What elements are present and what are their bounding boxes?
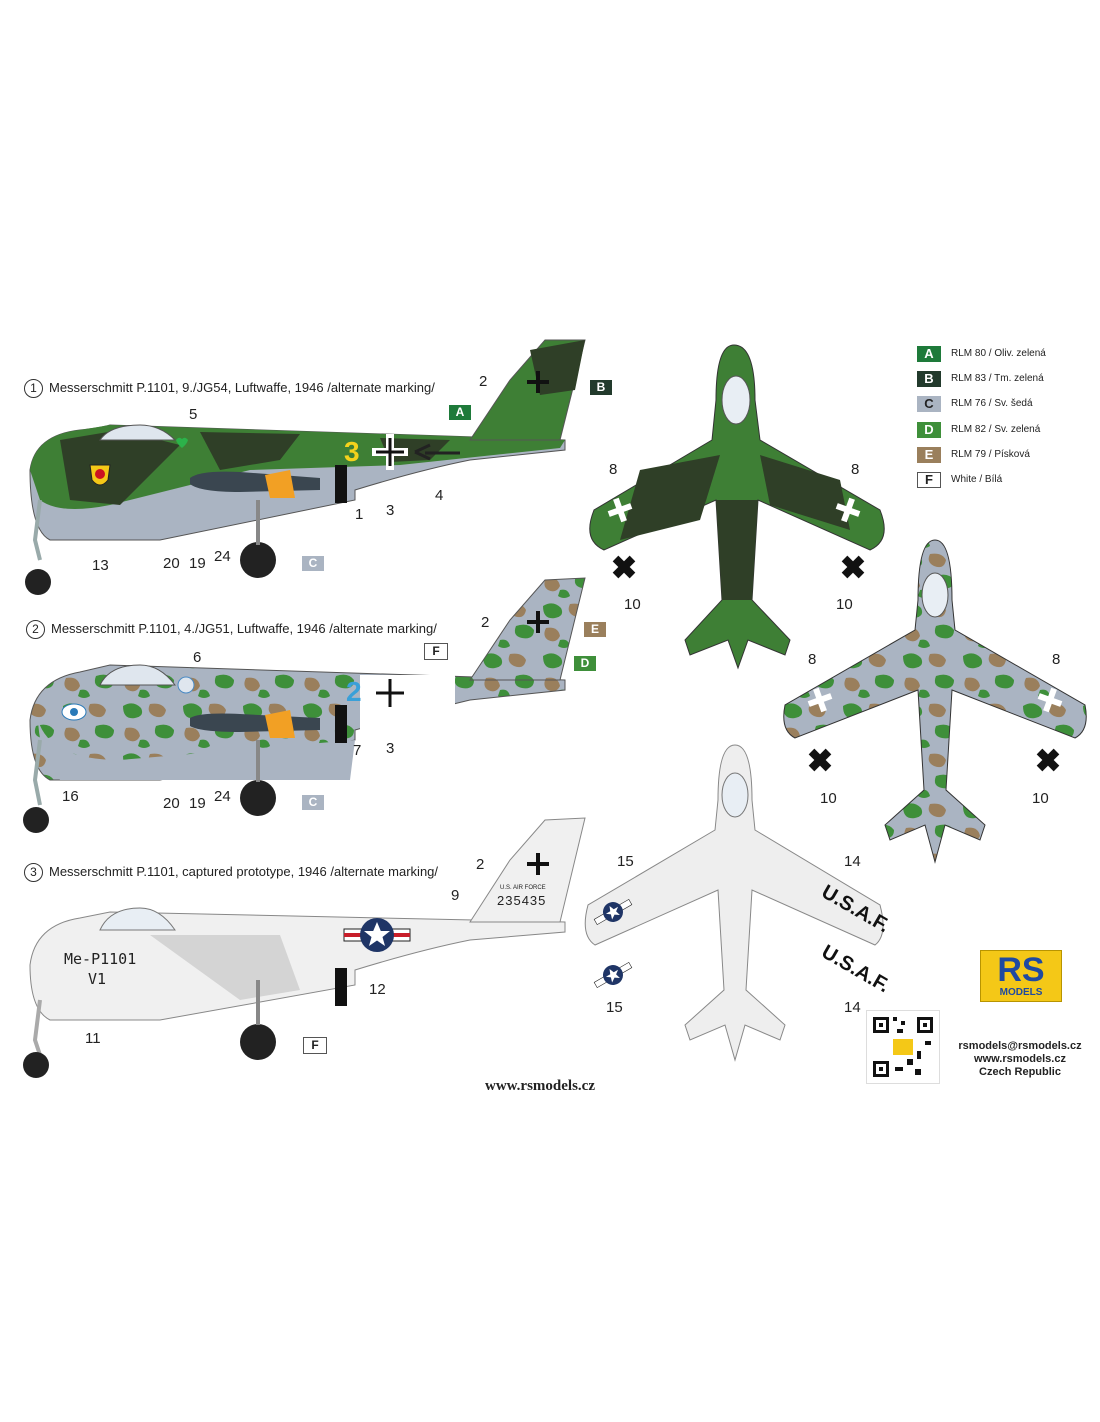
legend-swatch: E [917,446,941,463]
qr-code-icon [873,1017,933,1077]
callout: 24 [214,788,231,805]
contact-email[interactable]: rsmodels@rsmodels.cz [958,1040,1082,1052]
callout: 14 [844,999,861,1016]
colour-box-b: B [590,380,612,395]
callout: 11 [85,1030,101,1047]
callout: 10 [1032,790,1049,807]
footer-url[interactable]: www.rsmodels.cz [485,1078,595,1094]
legend-swatch: D [917,421,941,438]
serial-small: U.S. AIR FORCE [500,885,546,891]
callout: 19 [189,795,206,812]
colour-box-c-2: C [302,795,324,810]
callout: 20 [163,795,180,812]
profile-2-title: 2 Messerschmitt P.1101, 4./JG51, Luftwaff… [26,620,437,639]
callout: 10 [624,596,641,613]
callout: 10 [820,790,837,807]
callout: 8 [609,461,618,478]
profile-3-aircraft [23,817,586,1078]
legend-row-f: F White / Bílá [917,471,1003,488]
profile-2-title-text: Messerschmitt P.1101, 4./JG51, Luftwaffe… [51,621,437,636]
callout: 1 [355,506,364,523]
callout: 15 [606,999,623,1016]
legend-swatch: F [917,471,941,488]
callout: 5 [189,406,198,423]
callout: 10 [836,596,853,613]
colour-box-f: F [424,643,448,660]
balkenkreuz-top-markings [527,371,1063,875]
callout: 9 [451,887,460,904]
colour-box-d: D [574,656,596,671]
callout: 24 [214,548,231,565]
legend-label: White / Bílá [951,474,1003,486]
colour-box-c: C [302,556,324,571]
callout: 7 [353,742,362,759]
colour-box-a: A [449,405,471,420]
colour-box-f-2: F [303,1037,327,1054]
legend-row-b: B RLM 83 / Tm. zelená [917,370,1044,387]
callout: 12 [369,981,386,998]
logo-models: MODELS [999,987,1043,998]
profile-1-aircraft [25,339,586,595]
topview-2-aircraft [783,539,1087,864]
legend-row-d: D RLM 82 / Sv. zelená [917,421,1041,438]
legend-row-a: A RLM 80 / Oliv. zelená [917,345,1046,362]
callout: 6 [193,649,202,666]
callout: 2 [479,373,488,390]
legend-swatch: B [917,370,941,387]
logo-rs: RS [997,951,1045,989]
qr-code[interactable] [866,1010,940,1084]
callout: 8 [1052,651,1061,668]
profile-1-number: 1 [24,379,43,398]
callout: 4 [435,487,444,504]
callout: 2 [476,856,485,873]
callout: 14 [844,853,861,870]
balkenkreuz-2 [372,675,408,711]
callout: 8 [851,461,860,478]
callout: 19 [189,555,206,572]
nose-v1: V1 [88,970,107,988]
serial-number: 235435 [497,893,547,908]
topview-3-aircraft [584,744,884,1062]
profile-3-title: 3 Messerschmitt P.1101, captured prototyp… [24,863,438,882]
callout: 16 [62,788,79,805]
balkenkreuz-1 [372,434,408,470]
callout: 3 [386,740,395,757]
contact-country: Czech Republic [979,1066,1061,1078]
legend-label: RLM 83 / Tm. zelená [951,373,1044,385]
usaf-star-insignia-top [593,898,633,989]
legend-row-e: E RLM 79 / Písková [917,446,1030,463]
callout: 15 [617,853,634,870]
aircraft-code-1: 3 [344,436,360,467]
profile-3-title-text: Messerschmitt P.1101, captured prototype… [49,864,439,879]
callout: 20 [163,555,180,572]
profile-2-number: 2 [26,620,45,639]
rs-models-logo: RS MODELS [980,950,1062,1002]
legend-row-c: C RLM 76 / Sv. šedá [917,395,1033,412]
legend-label: RLM 79 / Písková [951,449,1030,461]
legend-label: RLM 82 / Sv. zelená [951,424,1041,436]
aircraft-code-2: 2 [346,676,362,707]
legend-swatch: C [917,395,941,412]
profile-1-title: 1 Messerschmitt P.1101, 9./JG54, Luftwaff… [24,379,435,398]
legend-label: RLM 76 / Sv. šedá [951,398,1033,410]
legend-swatch: A [917,345,941,362]
callout: 8 [808,651,817,668]
topview-1-aircraft [589,344,885,670]
profile-2-aircraft [23,577,586,833]
callout: 3 [386,502,395,519]
callout: 13 [92,557,109,574]
profile-1-title-text: Messerschmitt P.1101, 9./JG54, Luftwaffe… [49,380,435,395]
colour-box-e: E [584,622,606,637]
legend-label: RLM 80 / Oliv. zelená [951,348,1046,360]
nose-name: Me-P1101 [64,950,137,968]
profile-3-number: 3 [24,863,43,882]
contact-web[interactable]: www.rsmodels.cz [974,1053,1066,1065]
contact-block: rsmodels@rsmodels.cz www.rsmodels.cz Cze… [940,1040,1100,1079]
callout: 2 [481,614,490,631]
usaf-star-insignia-side [343,918,411,952]
